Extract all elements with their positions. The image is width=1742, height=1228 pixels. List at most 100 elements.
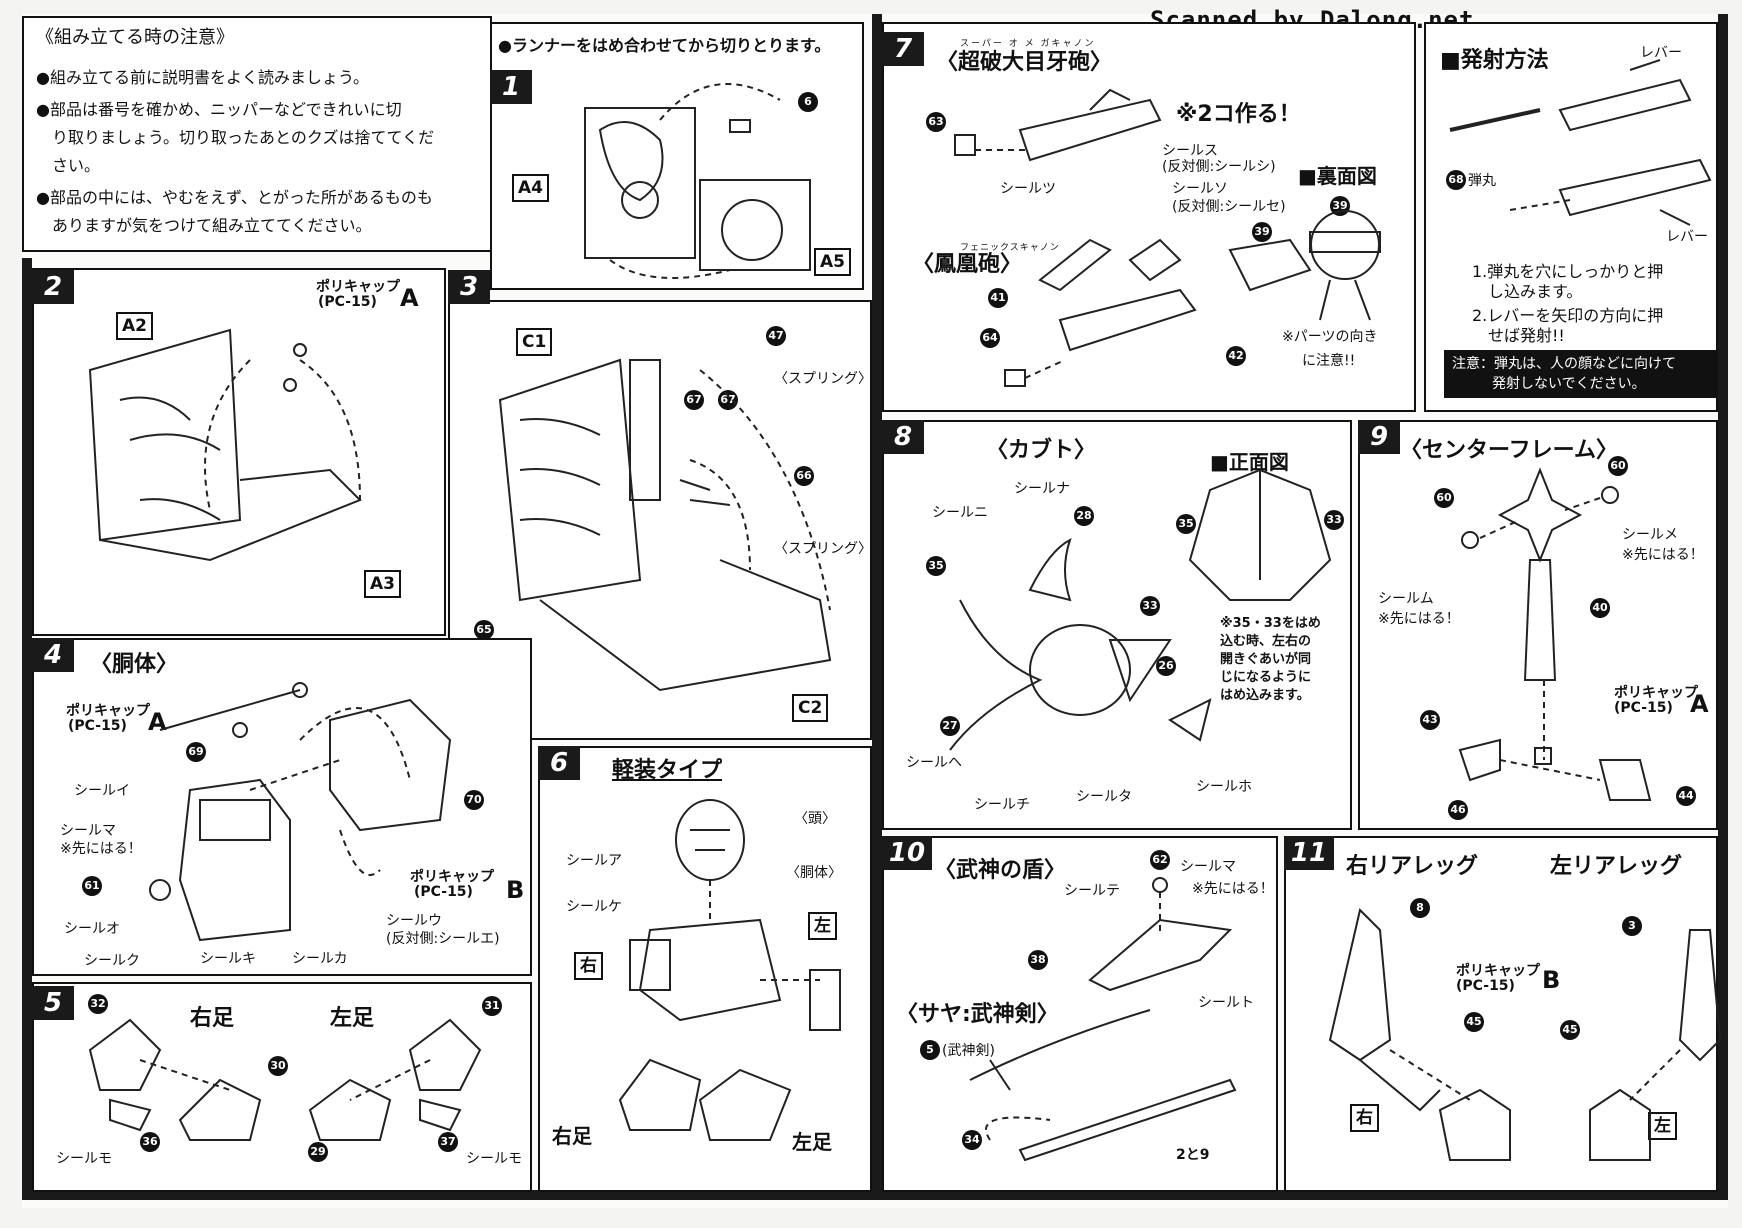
sticker-label: シールニ (932, 505, 988, 521)
part-number: 67 (684, 390, 704, 410)
left-rear-leg-title: 左リアレッグ (1550, 854, 1683, 879)
part-number: 28 (1074, 506, 1094, 526)
polycap-code: (PC-15) (68, 718, 127, 734)
sticker-label: シールク (84, 953, 140, 969)
step-title: 〈胴体〉 (90, 652, 179, 677)
sticker-label: シールホ (1196, 779, 1252, 795)
right-foot-title: 右足 (190, 1006, 235, 1031)
runner-label-c1: C1 (516, 328, 553, 356)
runner-label-c2: C2 (792, 694, 829, 722)
step-title: 〈超破大目牙砲〉 (936, 50, 1113, 75)
part-number: 41 (988, 288, 1008, 308)
right-foot-label: 右足 (552, 1124, 592, 1148)
step-8-number: 8 (882, 420, 924, 454)
firing-method-panel (1424, 22, 1718, 412)
polycap-letter: A (400, 284, 419, 312)
spring-label: 〈スプリング〉 (774, 371, 872, 387)
step-3-number: 3 (448, 270, 490, 304)
apply-first-note: ※先にはる！ (1192, 881, 1274, 897)
left-border (22, 258, 32, 1198)
note-line: さい。 (36, 156, 101, 175)
sticker-label: シールム (1378, 591, 1434, 607)
step-11-number: 11 (1284, 836, 1334, 870)
runner-label-a4: A4 (512, 174, 549, 202)
lever-label: レバー (1666, 229, 1708, 245)
part-number: 8 (1410, 898, 1430, 918)
sticker-label: シールモ (466, 1151, 522, 1167)
warning-text: 発射しないでください。 (1492, 376, 1646, 392)
firing-instruction: し込みます。 (1472, 282, 1583, 301)
polycap-code: (PC-15) (1614, 700, 1673, 716)
center-divider (872, 14, 882, 1200)
firing-method-title: ■発射方法 (1440, 48, 1549, 73)
sticker-label: シールケ (566, 899, 622, 915)
polycap-label: ポリキャップ (1614, 685, 1698, 701)
part-number: 43 (1420, 710, 1440, 730)
sticker-label: シールタ (1076, 789, 1132, 805)
part-number: 68 (1446, 170, 1466, 190)
part-number: 60 (1434, 488, 1454, 508)
part-number: 65 (474, 620, 494, 640)
part-number: 33 (1140, 596, 1160, 616)
sticker-label: シールモ (56, 1151, 112, 1167)
step-9-panel (1358, 420, 1718, 830)
part-number: 36 (140, 1132, 160, 1152)
sticker-label: シールマ (1180, 859, 1236, 875)
spring-label: 〈スプリング〉 (774, 541, 872, 557)
right-marker: 右 (574, 952, 603, 980)
step-8-panel (882, 420, 1352, 830)
part-number: 42 (1226, 346, 1246, 366)
right-marker: 右 (1350, 1104, 1379, 1132)
fitting-note: 開きぐあいが同 (1220, 652, 1312, 667)
part-number: 5 (920, 1040, 940, 1060)
part-number: 6 (798, 92, 818, 112)
title-ruby: フェニックスキャノン (960, 243, 1060, 253)
safety-warning: 注意：弾丸は、人の顔などに向けて 発射しないでください。 (1444, 350, 1716, 398)
left-foot-label: 左足 (792, 1130, 832, 1154)
polycap-code: (PC-15) (414, 884, 473, 900)
right-border (1718, 14, 1728, 1200)
sticker-label: シールア (566, 853, 622, 869)
runner-label-a3: A3 (364, 570, 401, 598)
front-view-title: ■正面図 (1210, 450, 1289, 474)
step-10-number: 10 (882, 836, 932, 870)
orientation-note: ※パーツの向き (1282, 329, 1378, 345)
runner-note: ●ランナーをはめ合わせてから切りとります。 (498, 36, 831, 55)
part-number: 32 (88, 994, 108, 1014)
polycap-letter: A (1690, 690, 1709, 718)
sword-label: (武神剣) (942, 1043, 995, 1059)
part-number: 34 (962, 1130, 982, 1150)
part-number: 61 (82, 876, 102, 896)
part-number: 31 (482, 996, 502, 1016)
back-view-title: ■裏面図 (1298, 164, 1377, 188)
note-line: り取りましょう。切り取ったあとのクズは捨ててくだ (36, 128, 435, 147)
fitting-note: じになるように (1220, 670, 1312, 685)
step-title: 〈カブト〉 (986, 438, 1097, 463)
sticker-label: シールヘ (906, 755, 962, 771)
phoenix-title: 〈鳳凰砲〉 (912, 252, 1023, 277)
part-number: 44 (1676, 786, 1696, 806)
polycap-label: ポリキャップ (316, 279, 400, 295)
apply-first-note: ※先にはる！ (1622, 547, 1704, 563)
lever-label: レバー (1640, 45, 1682, 61)
sticker-label: シールツ (1000, 181, 1056, 197)
sticker-note: (反対側:シールシ) (1162, 159, 1276, 175)
sticker-label: シールス (1162, 143, 1218, 159)
part-number: 60 (1608, 456, 1628, 476)
sticker-label: シールカ (292, 951, 348, 967)
part-number: 64 (980, 328, 1000, 348)
fitting-note: 込む時、左右の (1220, 634, 1312, 649)
step-7-number: 7 (882, 32, 924, 66)
sticker-label: シールイ (74, 783, 130, 799)
fitting-note: はめ込みます。 (1220, 688, 1310, 703)
part-pair-label: 2と9 (1176, 1147, 1210, 1163)
sticker-label: シールソ (1172, 181, 1228, 197)
notes-title: 《組み立てる時の注意》 (36, 27, 234, 48)
part-number: 66 (794, 466, 814, 486)
polycap-letter: B (1542, 966, 1561, 994)
part-number: 35 (1176, 514, 1196, 534)
sticker-label: シールウ (386, 913, 442, 929)
